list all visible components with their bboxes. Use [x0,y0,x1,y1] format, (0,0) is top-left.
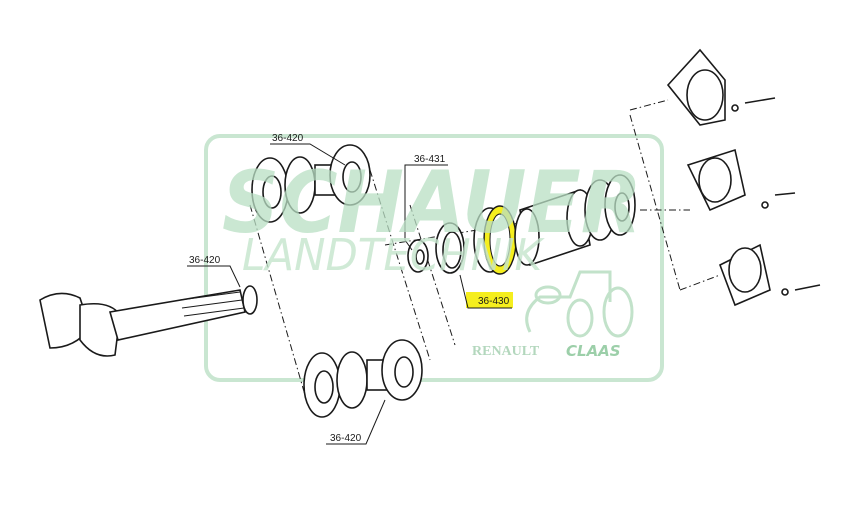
bearing-group-bottom [303,339,423,418]
pinion-shaft [39,285,258,357]
watermark-partner-claas: CLAAS [566,342,621,360]
callout-label: 36-430 [478,296,510,307]
callout-label: 36-420 [189,255,221,266]
watermark-partner-renault: RENAULT [472,344,540,359]
watermark-subtitle: LANDTECHNIK [242,230,545,281]
callout-36-431[interactable]: 36-431 [404,154,448,251]
bearing-group-top [251,144,371,223]
highlight-marker [466,292,513,308]
callout-label: 36-420 [272,133,304,144]
housings-right [666,48,821,307]
callout-label: 36-431 [414,154,446,165]
callout-36-420-left[interactable]: 36-420 [187,255,241,288]
callout-36-420-bottom[interactable]: 36-420 [326,399,386,445]
callout-label: 36-420 [330,433,362,444]
watermark: SCHAUER LANDTECHNIK RENAULT CLAAS [222,153,642,360]
callout-36-430[interactable]: 36-430 [459,274,513,309]
seal-group [407,174,636,275]
watermark-brand: SCHAUER [222,153,642,253]
watermark-frame [204,134,664,382]
tractor-logo [525,270,634,338]
callout-36-420-top[interactable]: 36-420 [270,133,346,166]
